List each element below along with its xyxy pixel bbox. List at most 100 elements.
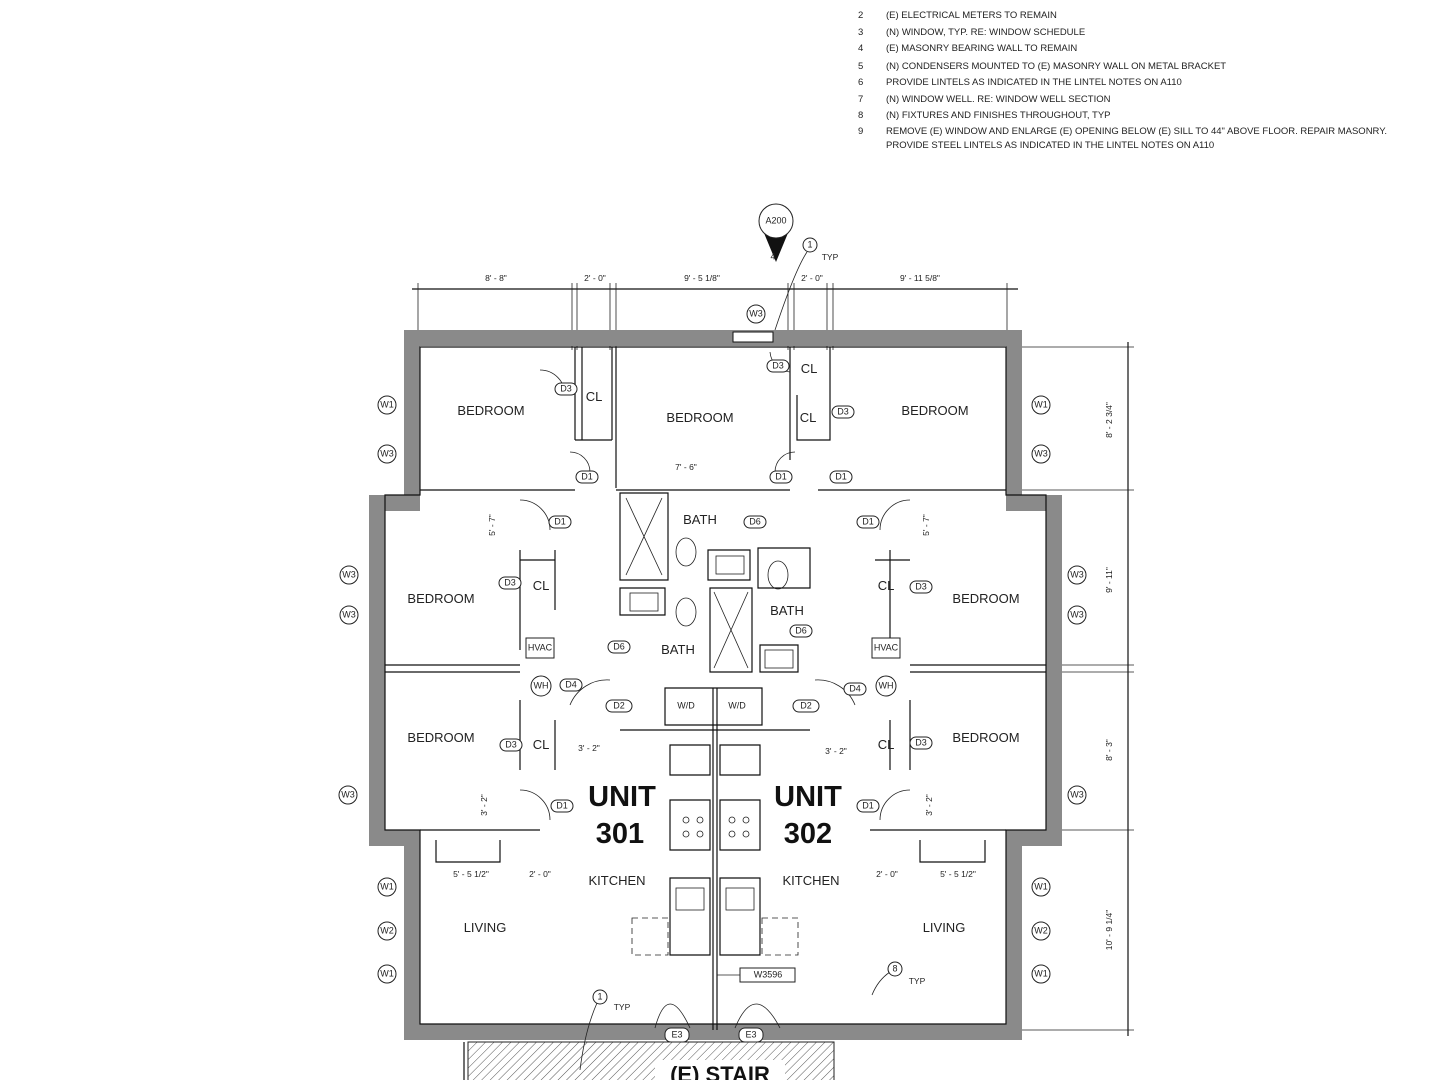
door-tag: D6 [789, 624, 813, 638]
interior-dimensions: 7' - 6" 3' - 2" 3' - 2" 5' - 5 1/2" 5' -… [453, 462, 976, 879]
svg-text:D3: D3 [772, 360, 784, 370]
note-number: 3 [858, 27, 863, 38]
door-tag: D1 [856, 799, 880, 813]
svg-text:TYP: TYP [909, 976, 926, 986]
hvac-label: HVAC [874, 642, 899, 652]
exterior-wall [369, 330, 1062, 1040]
water-heater-label: WH [534, 680, 549, 690]
dimension: 2' - 0" [584, 273, 606, 283]
svg-text:TYP: TYP [614, 1002, 631, 1012]
door-tags: D3 D3 D3 D3 D3 D3 D3 D1 D1 D1 D1 D1 D1 D… [498, 359, 933, 1043]
note-text: (N) FIXTURES AND FINISHES THROUGHOUT, TY… [886, 110, 1111, 121]
note-number: 7 [858, 94, 863, 105]
window-tag: W3 [339, 605, 359, 625]
door-tag: D1 [829, 470, 853, 484]
window-tag: W3 [377, 444, 397, 464]
note-text: (E) ELECTRICAL METERS TO REMAIN [886, 10, 1057, 21]
svg-text:D2: D2 [613, 700, 625, 710]
room-label-bedroom: BEDROOM [952, 730, 1019, 745]
room-label-bedroom: BEDROOM [666, 410, 733, 425]
dimension: 8' - 2 3/4" [1104, 402, 1114, 438]
room-label-closet: CL [878, 737, 895, 752]
section-marker[interactable]: A200 4 [758, 203, 794, 262]
note-number: 5 [858, 61, 863, 72]
svg-text:D3: D3 [837, 406, 849, 416]
window-tag: W2 [1031, 921, 1051, 941]
dimension: 3' - 2" [825, 746, 847, 756]
note-number: 2 [858, 10, 863, 21]
room-label-bath: BATH [770, 603, 804, 618]
note-number: 6 [858, 77, 863, 88]
svg-text:W3: W3 [342, 609, 356, 619]
svg-text:W1: W1 [1034, 881, 1048, 891]
note-number: 8 [858, 110, 863, 121]
room-label-bedroom: BEDROOM [457, 403, 524, 418]
door-tag: D1 [575, 470, 599, 484]
svg-text:D1: D1 [556, 800, 568, 810]
door-tag: E3 [664, 1027, 690, 1043]
typ-label: TYP [822, 252, 839, 262]
equipment-tags: HVAC HVAC WH WH W/D W/D W3596 [525, 637, 901, 983]
svg-text:D4: D4 [849, 683, 861, 693]
door-tag: D3 [831, 405, 855, 419]
general-notes: 2 (E) ELECTRICAL METERS TO REMAIN 3 (N) … [858, 10, 1387, 151]
window-tag: W1 [1031, 964, 1051, 984]
dimension: 8' - 3" [1104, 739, 1114, 761]
hvac-label: HVAC [528, 642, 553, 652]
dimension: 2' - 0" [801, 273, 823, 283]
svg-text:W1: W1 [380, 881, 394, 891]
window-tag: W3 [1067, 785, 1087, 805]
svg-text:8: 8 [892, 963, 897, 973]
dimension: 5' - 7" [487, 514, 497, 536]
door-tag: D1 [548, 515, 572, 529]
note-text: REMOVE (E) WINDOW AND ENLARGE (E) OPENIN… [886, 126, 1387, 137]
svg-text:W3: W3 [749, 308, 763, 318]
svg-text:W3: W3 [380, 448, 394, 458]
window-tag: W3 [1067, 565, 1087, 585]
dimension: 5' - 7" [921, 514, 931, 536]
unit-labels: UNIT 301 UNIT 302 [585, 775, 845, 850]
dimension: 5' - 5 1/2" [940, 869, 976, 879]
window-tag: W3 [1067, 605, 1087, 625]
room-label-closet: CL [800, 410, 817, 425]
section-sheet: A200 [765, 215, 786, 225]
door-tag: D3 [909, 580, 933, 594]
window-tag: W1 [377, 877, 397, 897]
room-label-bath: BATH [661, 642, 695, 657]
svg-text:D1: D1 [835, 471, 847, 481]
window-tag: W1 [377, 395, 397, 415]
washer-dryer-label: W/D [677, 700, 695, 710]
room-label-bedroom: BEDROOM [407, 591, 474, 606]
unit-label: UNIT [774, 781, 842, 813]
svg-text:W1: W1 [380, 968, 394, 978]
svg-text:W2: W2 [1034, 925, 1048, 935]
svg-text:D3: D3 [915, 737, 927, 747]
dimension: 2' - 0" [529, 869, 551, 879]
door-tag: D3 [909, 736, 933, 750]
note-text: (N) CONDENSERS MOUNTED TO (E) MASONRY WA… [886, 61, 1226, 72]
note-text: (N) WINDOW WELL. RE: WINDOW WELL SECTION [886, 94, 1111, 105]
room-label-living: LIVING [923, 920, 966, 935]
window-tag: W3 [339, 565, 359, 585]
room-label-kitchen: KITCHEN [782, 873, 839, 888]
keynote-living: 8 TYP [871, 961, 926, 996]
svg-text:D1: D1 [775, 471, 787, 481]
room-label-kitchen: KITCHEN [588, 873, 645, 888]
svg-text:E3: E3 [671, 1029, 682, 1039]
note-text: PROVIDE LINTELS AS INDICATED IN THE LINT… [886, 77, 1182, 88]
svg-text:W3: W3 [1034, 448, 1048, 458]
svg-text:D2: D2 [800, 700, 812, 710]
svg-text:D1: D1 [554, 516, 566, 526]
wall-type-tag: W3596 [754, 969, 783, 979]
dimension: 5' - 5 1/2" [453, 869, 489, 879]
fixtures [519, 351, 911, 1029]
window-tag: W2 [377, 921, 397, 941]
svg-text:W1: W1 [1034, 399, 1048, 409]
room-labels: BEDROOM BEDROOM BEDROOM BEDROOM BEDROOM … [407, 361, 1019, 935]
room-label-closet: CL [878, 578, 895, 593]
dimension: 7' - 6" [675, 462, 697, 472]
door-tag: D3 [498, 576, 522, 590]
svg-text:W2: W2 [380, 925, 394, 935]
door-tag: D1 [769, 470, 793, 484]
